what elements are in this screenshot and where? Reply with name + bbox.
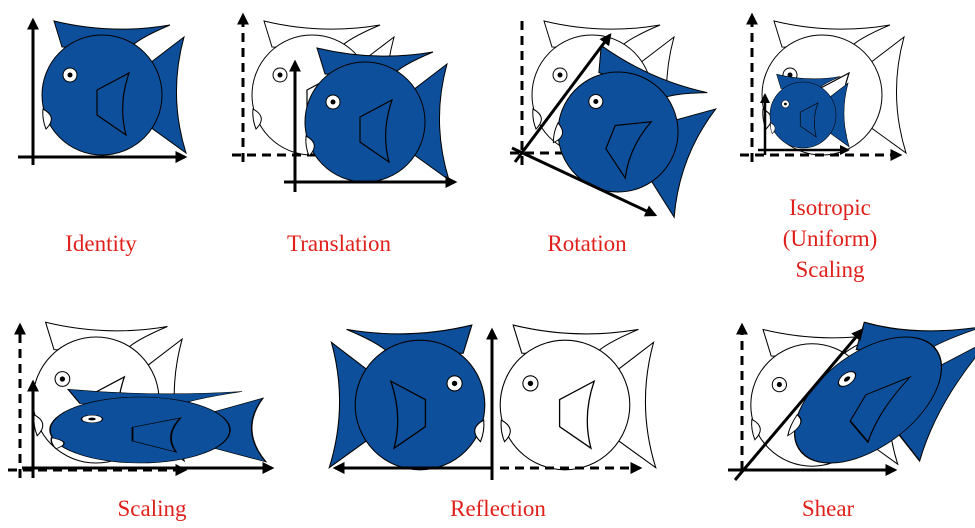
- label-isotropic-scaling: Isotropic (Uniform) Scaling: [783, 192, 878, 285]
- panel-translation: [232, 12, 458, 192]
- panel-reflection: [328, 324, 657, 480]
- label-reflection: Reflection: [450, 496, 546, 521]
- label-line: Isotropic: [789, 195, 871, 220]
- sheared-y-axis: [733, 328, 864, 481]
- panel-isotropic-scaling: [740, 12, 907, 162]
- label-identity: Identity: [65, 231, 137, 256]
- fish-blue: [304, 47, 450, 183]
- panel-shear: [728, 321, 975, 481]
- fish-blue: [41, 20, 187, 156]
- label-rotation: Rotation: [547, 231, 627, 256]
- label-line: Scaling: [795, 257, 865, 282]
- panel-rotation: [510, 15, 725, 220]
- rotated-y-axis: [513, 33, 612, 163]
- panel-identity: [18, 17, 188, 165]
- rotated-x-axis: [511, 146, 658, 217]
- label-translation: Translation: [287, 231, 391, 256]
- fish-blue-mirrored: [328, 324, 486, 471]
- label-line: (Uniform): [782, 226, 878, 251]
- fish-blue: [49, 388, 267, 464]
- label-shear: Shear: [801, 496, 855, 521]
- label-scaling: Scaling: [117, 496, 187, 521]
- fish-outline: [499, 324, 657, 471]
- panel-scaling: [8, 321, 275, 478]
